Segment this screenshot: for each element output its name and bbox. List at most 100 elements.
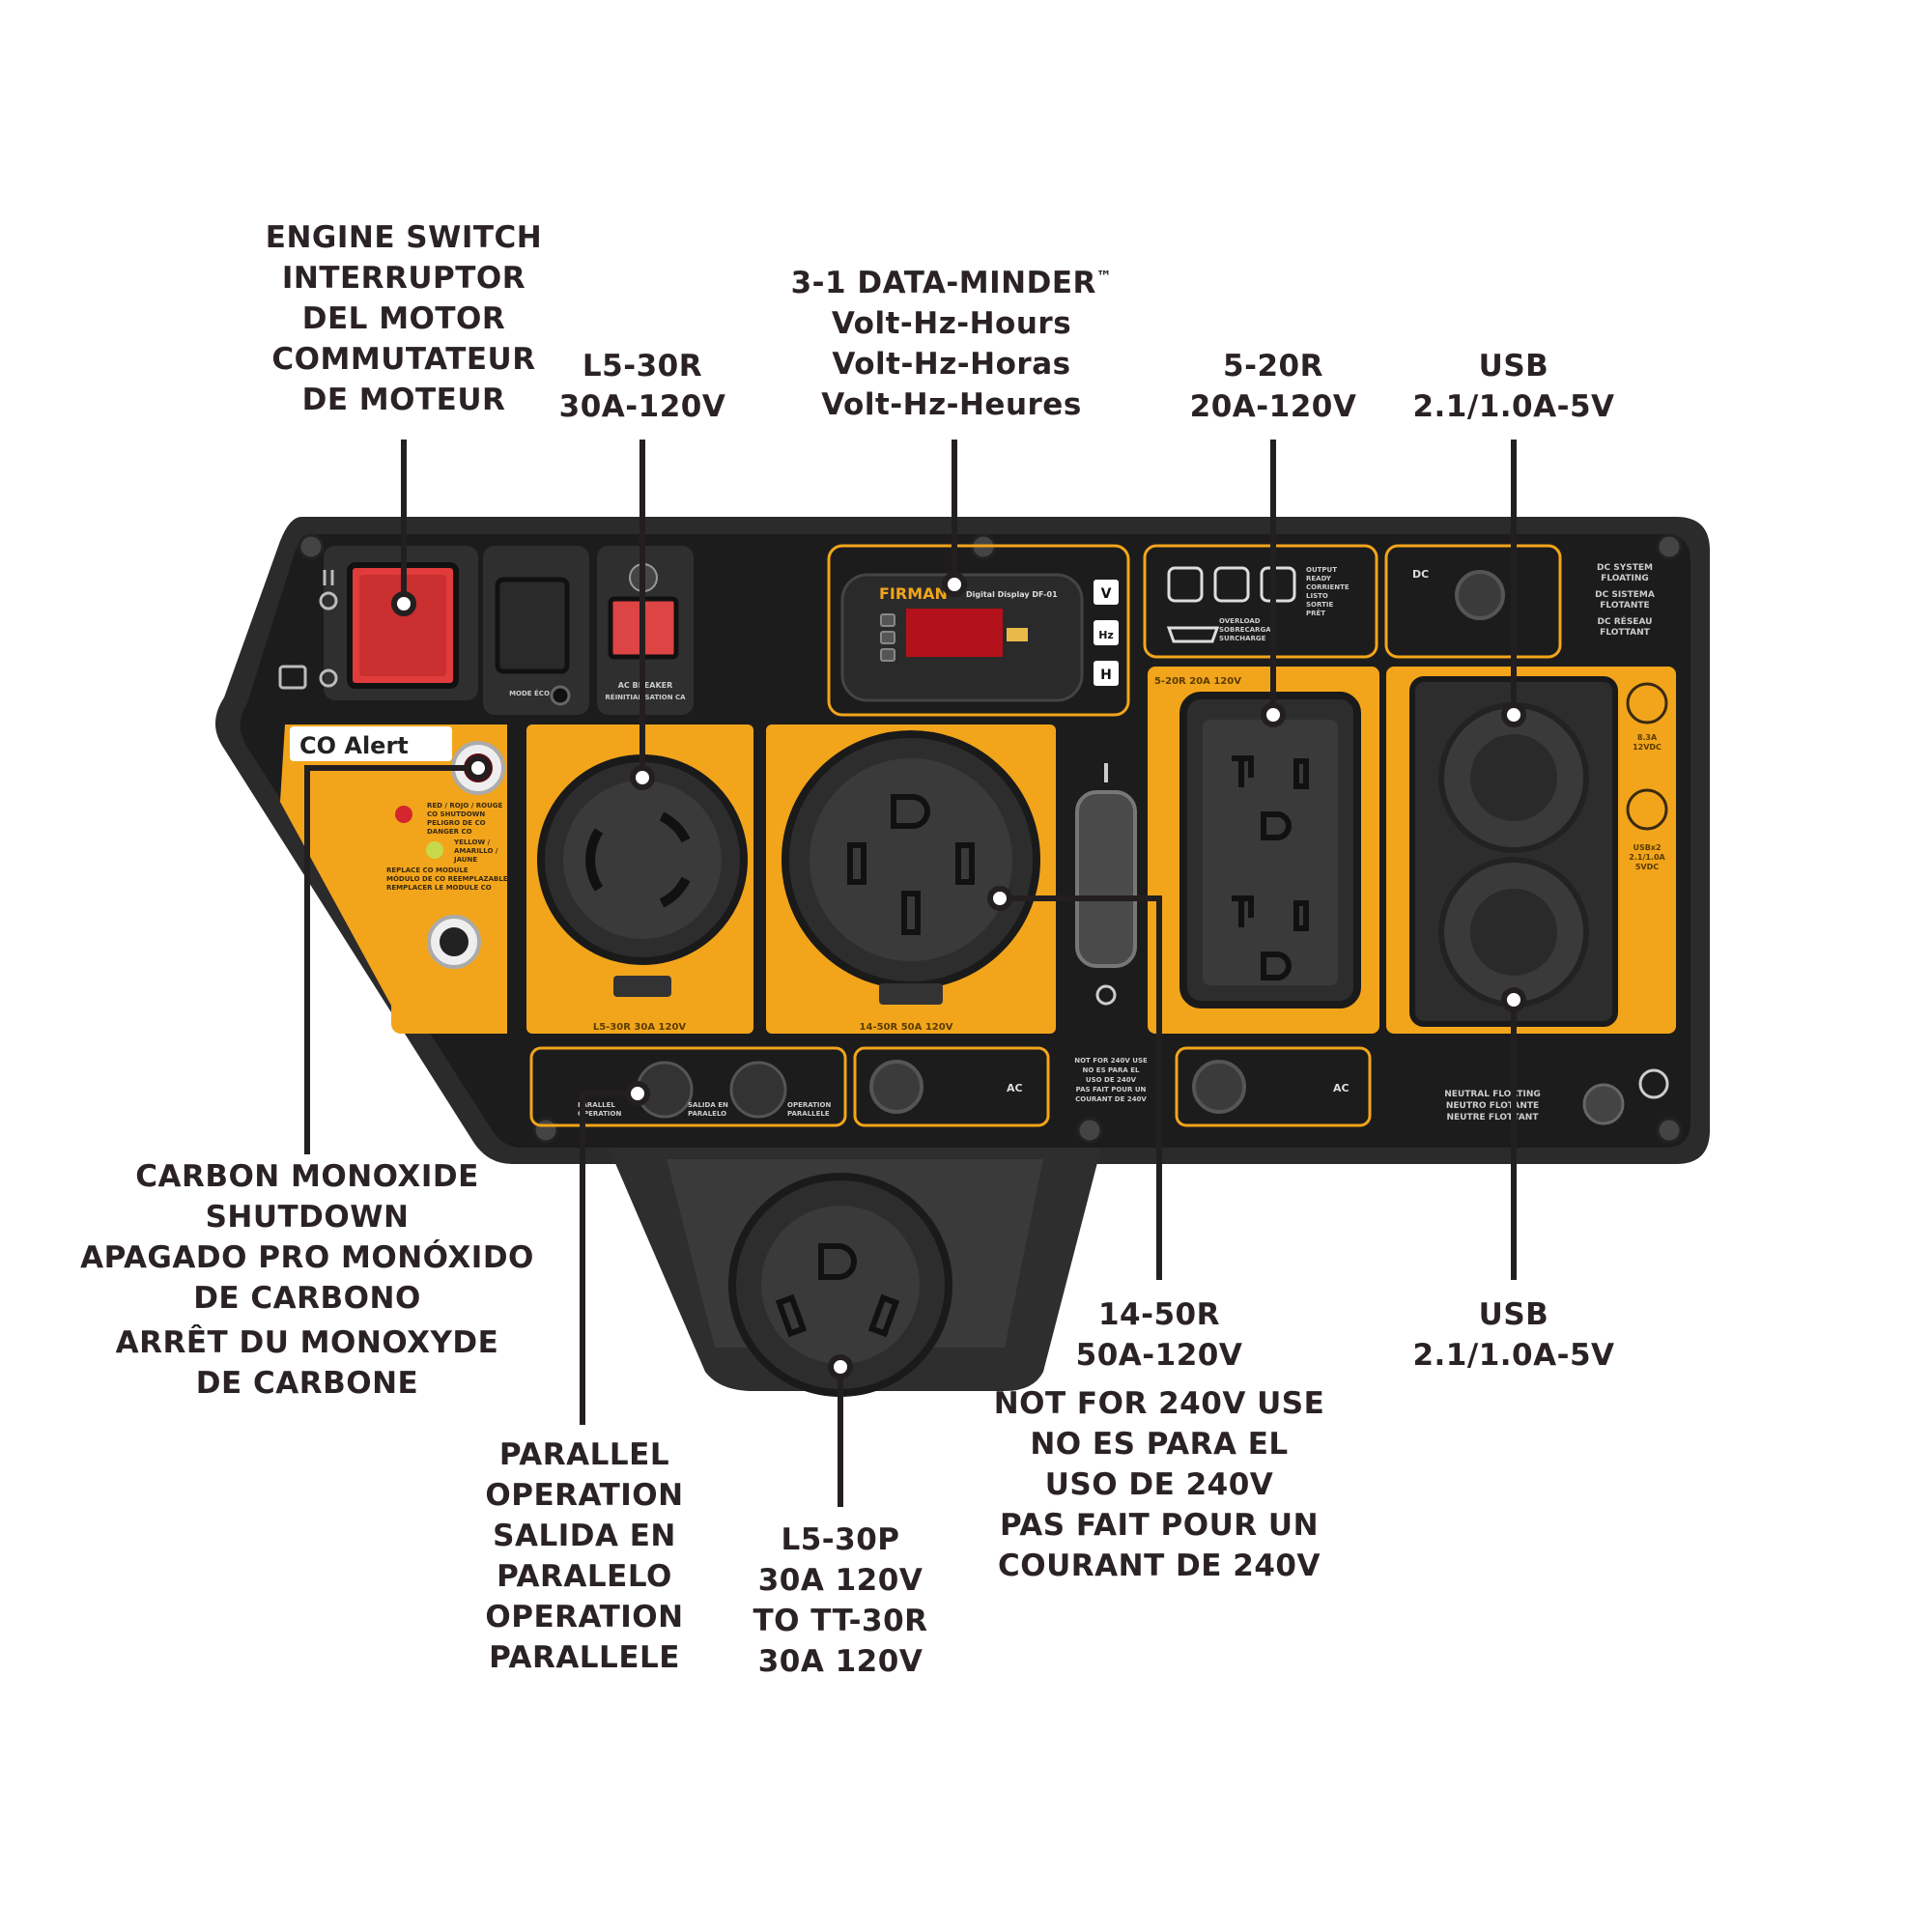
parallel-line-6: PARALLELE (489, 1640, 680, 1675)
l5-30r-line-2: 30A-120V (558, 389, 726, 424)
r5-20-slots (1232, 755, 1309, 980)
co-led-yellow-text: YELLOW / AMARILLO / JAUNE REPLACE CO MOD… (386, 838, 508, 892)
co-alert-logo (290, 726, 452, 761)
dc-label: DC (1412, 568, 1429, 581)
svg-text:SURCHARGE: SURCHARGE (1219, 635, 1266, 642)
dc-breaker-button[interactable] (1455, 570, 1505, 620)
parallel-small-text: PARALLEL OPERATION SALIDA EN PARALELO OP… (578, 1101, 831, 1118)
co-shutdown-label: CARBON MONOXIDE SHUTDOWN APAGADO PRO MON… (66, 1156, 549, 1404)
ac-breaker-button-2[interactable] (1192, 1060, 1246, 1114)
svg-text:NEUTRE FLOTTANT: NEUTRE FLOTTANT (1447, 1113, 1540, 1122)
svg-text:RED / ROJO / ROUGE: RED / ROJO / ROUGE (427, 802, 503, 810)
svg-text:USBx2: USBx2 (1633, 843, 1661, 852)
data-minder-line-3: Volt-Hz-Heures (821, 387, 1082, 422)
status-indicator-panel (1143, 544, 1378, 659)
svg-text:PELIGRO DE CO: PELIGRO DE CO (427, 819, 486, 827)
r5-20-line-2: 20A-120V (1189, 389, 1357, 424)
r14-50-line-6: PAS FAIT POUR UN (999, 1508, 1320, 1543)
engine-switch-line-4: COMMUTATEUR (271, 342, 536, 377)
not-for-240-small-text: NOT FOR 240V USE NO ES PARA EL USO DE 24… (1074, 1057, 1148, 1103)
l5-30p-line-2: 30A 120V (757, 1563, 923, 1598)
svg-text:DC SYSTEM: DC SYSTEM (1597, 563, 1653, 573)
svg-text:USO DE 240V: USO DE 240V (1086, 1076, 1137, 1084)
display-mode-keys[interactable] (1094, 580, 1119, 686)
ac-breaker-button-1[interactable] (869, 1060, 923, 1114)
co-shutdown-line-2: SHUTDOWN (205, 1200, 410, 1235)
usb-top-line-1: USB (1478, 349, 1549, 384)
l5-30p-line-4: 30A 120V (757, 1644, 923, 1679)
l5-30r-line-1: L5-30R (582, 349, 703, 384)
choke-lever[interactable] (1075, 790, 1137, 968)
r14-50-label: 14-50R 50A-120V NOT FOR 240V USE NO ES P… (976, 1294, 1343, 1586)
r14-50-caption: 14-50R 50A 120V (860, 1022, 953, 1033)
r14-50-hinge (879, 983, 943, 1005)
co-led-yellow (426, 841, 443, 859)
panel-screws (298, 533, 1683, 1144)
l5-30p-line-1: L5-30P (781, 1522, 900, 1557)
parallel-line-2: OPERATION (485, 1478, 684, 1513)
svg-text:5VDC: 5VDC (1635, 863, 1659, 871)
dc-12v-icon (1626, 682, 1668, 724)
usb-bottom-line-2: 2.1/1.0A-5V (1412, 1338, 1615, 1373)
svg-text:NEUTRAL FLOATING: NEUTRAL FLOATING (1444, 1090, 1541, 1099)
usb-outlet-top-inner (1470, 734, 1557, 821)
parallel-label: PARALLEL OPERATION SALIDA EN PARALELO OP… (454, 1435, 715, 1678)
svg-text:OPERATION: OPERATION (578, 1110, 621, 1118)
co-shutdown-line-3: APAGADO PRO MONÓXIDO (80, 1240, 534, 1275)
svg-text:READY: READY (1306, 575, 1332, 582)
usb-icon (1626, 788, 1668, 831)
usb-bottom-line-1: USB (1478, 1297, 1549, 1332)
ac-breaker-panel-2 (1175, 1046, 1372, 1127)
r5-20-label: 5-20R 20A-120V (1157, 346, 1389, 427)
display-frame (827, 544, 1130, 717)
r14-50-line-4: NO ES PARA EL (1030, 1427, 1289, 1462)
display-brand: FIRMAN (879, 584, 948, 603)
l5-30r-hinge (613, 976, 671, 997)
choke-indicator (1095, 984, 1117, 1006)
parallel-line-1: PARALLEL (498, 1437, 670, 1472)
svg-text:DC SISTEMA: DC SISTEMA (1595, 590, 1655, 600)
svg-text:FLOATING: FLOATING (1601, 574, 1649, 583)
ground-terminal[interactable] (1582, 1083, 1625, 1125)
svg-text:DC RÉSEAU: DC RÉSEAU (1598, 615, 1653, 627)
svg-text:CORRIENTE: CORRIENTE (1306, 583, 1350, 591)
svg-text:SORTIE: SORTIE (1306, 601, 1333, 609)
display-buttons[interactable] (880, 613, 895, 662)
volt-hz-hours-display (906, 609, 1003, 657)
key-hz: Hz (1098, 629, 1114, 641)
ac-label-1: AC (1007, 1082, 1023, 1094)
svg-text:LISTO: LISTO (1306, 592, 1328, 600)
parallel-port-2[interactable] (729, 1061, 787, 1119)
svg-text:PARALLELE: PARALLELE (787, 1110, 830, 1118)
usb-outlet-bottom-inner (1470, 889, 1557, 976)
l5-30p-pins (775, 1243, 900, 1338)
neutral-floating-text: NEUTRAL FLOATING NEUTRO FLOTANTE NEUTRE … (1444, 1090, 1541, 1122)
svg-text:COURANT DE 240V: COURANT DE 240V (1075, 1095, 1147, 1103)
data-minder-line-2: Volt-Hz-Horas (832, 347, 1071, 382)
key-v: V (1101, 586, 1112, 602)
usb-bottom-label: USB 2.1/1.0A-5V (1383, 1294, 1644, 1376)
svg-text:PARALLEL: PARALLEL (578, 1101, 615, 1109)
r5-20-line-1: 5-20R (1223, 349, 1323, 384)
svg-text:OPERATION: OPERATION (787, 1101, 831, 1109)
ground-icon (1638, 1068, 1669, 1099)
eco-mode-switch[interactable] (495, 577, 570, 674)
l5-30p-label: L5-30P 30A 120V TO TT-30R 30A 120V (720, 1520, 961, 1682)
co-shutdown-line-5: ARRÊT DU MONOXYDE (115, 1325, 499, 1360)
leader-lines (304, 440, 1517, 1507)
display-subtitle: Digital Display DF-01 (966, 590, 1058, 599)
parallel-panel (529, 1046, 847, 1127)
svg-text:8.3A: 8.3A (1637, 733, 1658, 742)
r14-50-line-3: NOT FOR 240V USE (993, 1386, 1325, 1421)
usb-top-label: USB 2.1/1.0A-5V (1383, 346, 1644, 427)
r14-50-line-7: COURANT DE 240V (998, 1548, 1321, 1583)
svg-text:PAS FAIT POUR UN: PAS FAIT POUR UN (1076, 1086, 1147, 1094)
l5-30p-face (761, 1206, 920, 1364)
engine-switch-line-3: DEL MOTOR (301, 301, 506, 336)
dc-breaker-panel (1384, 544, 1562, 659)
svg-text:OVERLOAD: OVERLOAD (1219, 617, 1261, 625)
r5-20-caption: 5-20R 20A 120V (1154, 676, 1241, 687)
svg-text:NOT FOR 240V USE: NOT FOR 240V USE (1074, 1057, 1148, 1065)
r14-50-line-2: 50A-120V (1075, 1338, 1243, 1373)
